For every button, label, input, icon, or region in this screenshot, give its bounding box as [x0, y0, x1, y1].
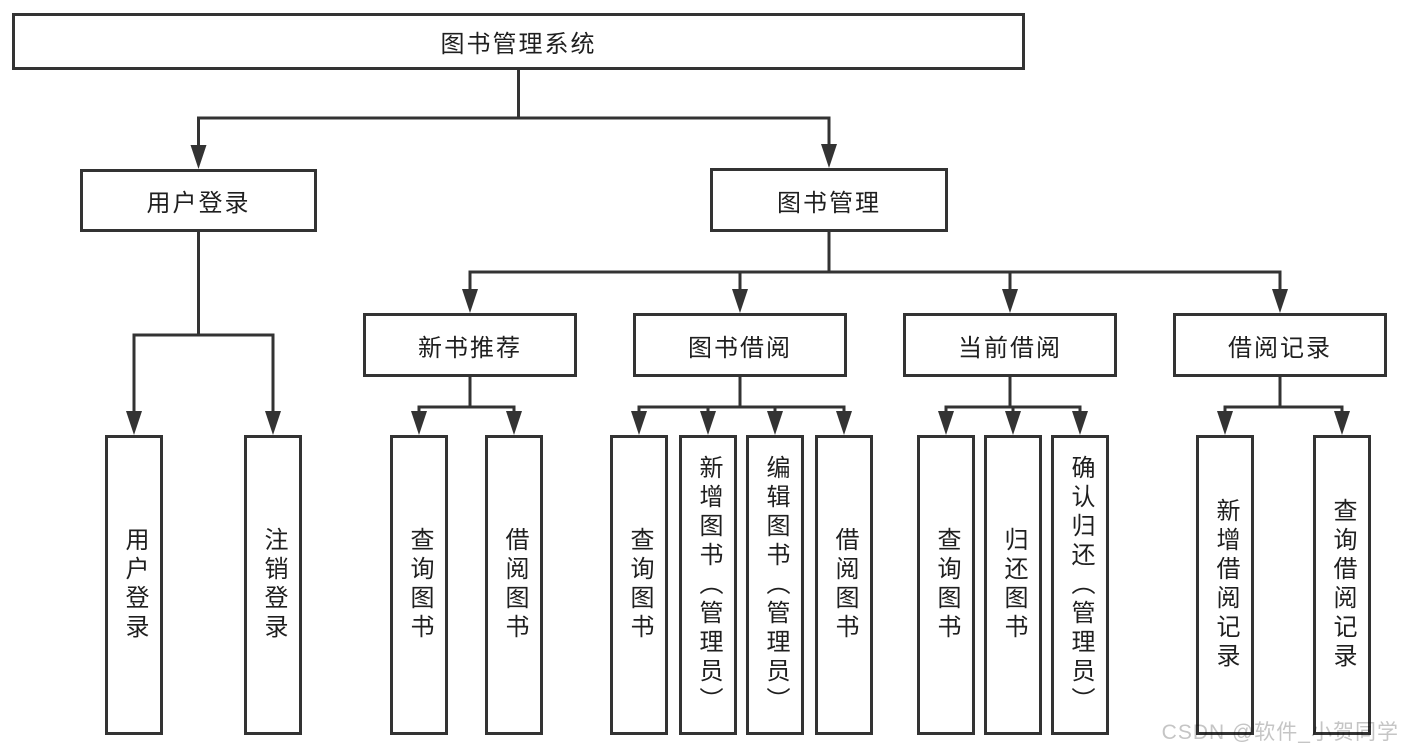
leaf-current-query-books: 查询图书 — [917, 435, 975, 735]
arrowhead — [506, 411, 522, 435]
arrowhead — [732, 289, 748, 313]
arrowhead — [1334, 411, 1350, 435]
node-root-system: 图书管理系统 — [12, 13, 1025, 70]
arrowhead — [411, 411, 427, 435]
leaf-borrowing-query-books: 查询图书 — [610, 435, 668, 735]
arrowhead — [126, 411, 142, 435]
arrowhead — [190, 145, 207, 169]
leaf-borrowing-edit-books-admin: 编辑图书（管理员） — [746, 435, 804, 735]
leaf-logout: 注销登录 — [244, 435, 302, 735]
leaf-user-login: 用户登录 — [105, 435, 163, 735]
leaf-records-query-record: 查询借阅记录 — [1313, 435, 1371, 735]
arrowhead — [1005, 411, 1021, 435]
arrowhead — [1072, 411, 1088, 435]
node-user-login: 用户登录 — [80, 169, 317, 232]
leaf-newbooks-query-books: 查询图书 — [390, 435, 448, 735]
arrowhead — [1002, 289, 1018, 313]
leaf-borrowing-borrow-books: 借阅图书 — [815, 435, 873, 735]
arrowhead — [821, 144, 837, 168]
arrowhead — [631, 411, 647, 435]
leaf-current-confirm-return-admin: 确认归还（管理员） — [1051, 435, 1109, 735]
csdn-watermark: CSDN @软件_小贺同学 — [1161, 721, 1399, 744]
connector-mgmt-mid-shafts — [738, 272, 1012, 291]
arrowhead — [462, 289, 478, 313]
connector-mgmt-to-level3 — [468, 270, 1282, 291]
arrowhead — [700, 411, 716, 435]
node-book-management: 图书管理 — [710, 168, 948, 232]
arrowhead — [1272, 289, 1288, 313]
node-new-book-recommend: 新书推荐 — [363, 313, 577, 377]
arrowhead — [938, 411, 954, 435]
connector-newbooks-to-leaves — [417, 405, 516, 413]
leaf-borrowing-add-books-admin: 新增图书（管理员） — [679, 435, 737, 735]
node-current-borrowing: 当前借阅 — [903, 313, 1117, 377]
arrowhead — [1217, 411, 1233, 435]
leaf-records-add-record: 新增借阅记录 — [1196, 435, 1254, 735]
connector-borrowing-to-leaves — [637, 405, 846, 413]
arrowhead — [767, 411, 783, 435]
connector-records-to-leaves — [1223, 405, 1344, 413]
leaf-current-return-books: 归还图书 — [984, 435, 1042, 735]
arrowhead — [836, 411, 852, 435]
node-borrow-records: 借阅记录 — [1173, 313, 1387, 377]
node-book-borrowing: 图书借阅 — [633, 313, 847, 377]
leaf-newbooks-borrow-books: 借阅图书 — [485, 435, 543, 735]
connector-root-to-level2 — [197, 116, 831, 147]
arrowhead — [265, 411, 281, 435]
connector-login-to-leaves — [132, 333, 275, 413]
